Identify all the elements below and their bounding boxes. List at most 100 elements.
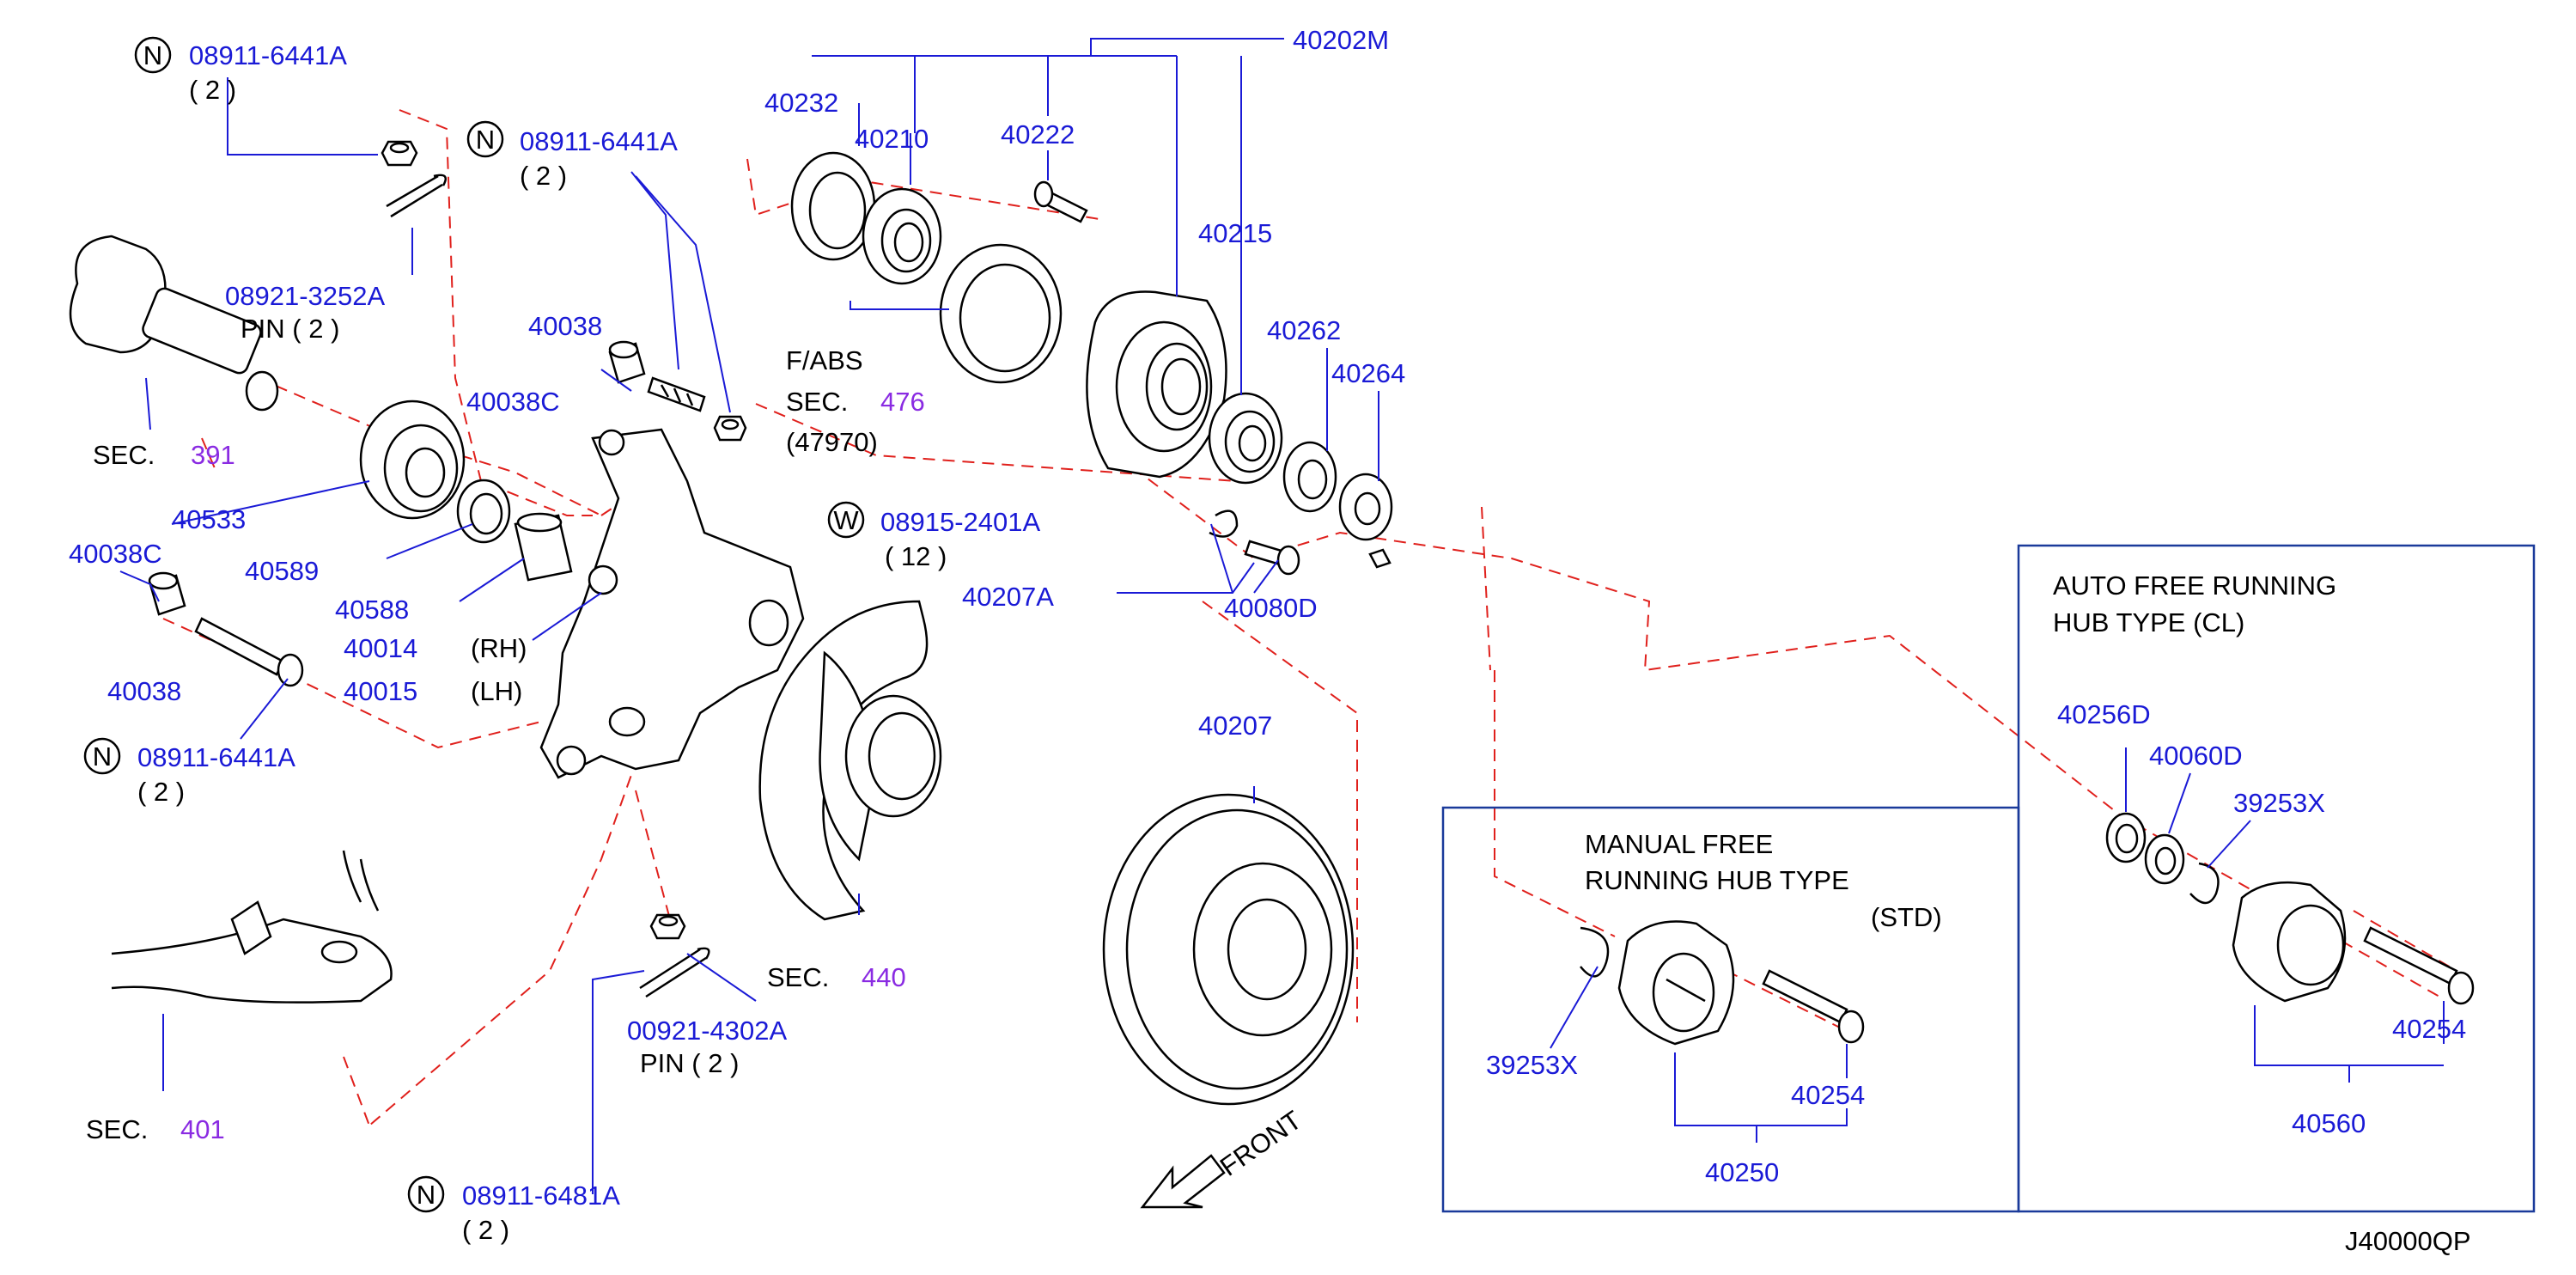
front-arrow <box>1140 1154 1226 1209</box>
label-fabs: F/ABS <box>786 345 863 375</box>
label-40207: 40207 <box>1198 711 1272 741</box>
bearing-40215 <box>1208 392 1283 485</box>
abs-rotor-47970 <box>939 243 1063 384</box>
bearing-40588 <box>514 512 573 582</box>
knuckle <box>539 428 805 779</box>
label-n3-qty: ( 2 ) <box>137 777 185 807</box>
label-rh: (RH) <box>471 633 527 663</box>
marker-n3: N <box>93 741 112 772</box>
label-auto-title-1: AUTO FREE RUNNING <box>2053 570 2336 601</box>
label-w-pn: 08915-2401A <box>880 507 1040 537</box>
cotter-pin-top <box>386 174 447 218</box>
auto-hub-parts <box>2105 812 2475 1005</box>
label-manual-40250: 40250 <box>1705 1157 1779 1187</box>
label-40264: 40264 <box>1331 358 1405 388</box>
nut-top <box>381 140 418 167</box>
label-auto-title-2: HUB TYPE (CL) <box>2053 607 2244 638</box>
label-40589: 40589 <box>245 556 319 586</box>
marker-w-circle <box>827 501 865 539</box>
marker-n1: N <box>143 40 162 70</box>
label-auto-39253x: 39253X <box>2233 788 2325 818</box>
label-auto-40256d: 40256D <box>2057 699 2151 729</box>
label-40222: 40222 <box>1001 119 1075 149</box>
label-manual-title-1: MANUAL FREE <box>1585 829 1773 859</box>
label-sec476: SEC. <box>786 387 848 417</box>
marker-n3-circle <box>83 737 121 775</box>
auto-hub-box <box>2017 544 2536 1213</box>
bushing-40038c-lower <box>148 571 186 616</box>
label-n1-qty: ( 2 ) <box>189 75 236 105</box>
washer-40262 <box>1282 441 1337 513</box>
seal-40232 <box>790 151 876 261</box>
label-sec440-num: 440 <box>862 962 906 992</box>
rotor-40207 <box>1102 793 1355 1106</box>
nut-mid <box>713 415 747 442</box>
nut-lower <box>649 913 686 940</box>
text-labels: N 08911-6441A ( 2 ) N 08911-6441A ( 2 ) … <box>69 25 2471 1256</box>
dust-shield <box>758 600 942 921</box>
label-auto-40254: 40254 <box>2392 1014 2466 1044</box>
manual-hub-parts <box>1580 920 1865 1046</box>
screw-small <box>1368 548 1392 569</box>
label-n2-qty: ( 2 ) <box>520 161 567 191</box>
label-sec391-num: 391 <box>191 440 235 470</box>
label-sec476-num: 476 <box>880 387 925 417</box>
label-front: FRONT <box>1215 1105 1307 1182</box>
lock-plate-40264 <box>1338 473 1393 541</box>
label-n4-pn: 08911-6481A <box>462 1180 620 1211</box>
label-pin1-text: PIN ( 2 ) <box>241 314 339 344</box>
label-40038c-b: 40038C <box>69 539 162 569</box>
label-lh: (LH) <box>471 676 522 706</box>
bushing-40038c <box>608 340 646 384</box>
cotter-pin-lower <box>639 947 710 998</box>
marker-w: W <box>833 505 859 535</box>
label-40014: 40014 <box>344 633 417 663</box>
marker-n4: N <box>417 1180 435 1210</box>
label-auto-40560: 40560 <box>2292 1108 2366 1138</box>
label-sec440: SEC. <box>767 962 829 992</box>
bolt-40038 <box>647 376 706 412</box>
marker-n2-circle <box>466 120 504 158</box>
label-manual-39253x: 39253X <box>1486 1050 1578 1080</box>
label-sec401-num: 401 <box>180 1114 225 1144</box>
label-40588: 40588 <box>335 595 409 625</box>
label-pin2-pn: 00921-4302A <box>627 1016 787 1046</box>
label-n3-pn: 08911-6441A <box>137 742 295 772</box>
hub-bolt-40222 <box>1033 180 1088 223</box>
label-40202m: 40202M <box>1293 25 1389 55</box>
label-40038-b: 40038 <box>107 676 181 706</box>
label-40080d: 40080D <box>1224 593 1318 623</box>
label-manual-title-2: RUNNING HUB TYPE <box>1585 865 1849 895</box>
lower-arm <box>111 850 393 1004</box>
label-pin1-pn: 08921-3252A <box>225 281 385 311</box>
label-40207a: 40207A <box>962 582 1054 612</box>
label-sec391: SEC. <box>93 440 155 470</box>
hub-40202m <box>1086 290 1227 479</box>
seal-40589 <box>456 479 511 544</box>
label-40038c-a: 40038C <box>466 387 560 417</box>
label-sec476-sub: (47970) <box>786 427 878 457</box>
label-40215: 40215 <box>1198 218 1272 248</box>
label-40210: 40210 <box>855 124 929 154</box>
bolt-40038-lower <box>194 617 304 687</box>
leader-lines <box>119 38 2445 1194</box>
label-auto-40060d: 40060D <box>2149 741 2243 771</box>
drive-shaft <box>69 235 279 412</box>
label-n4-qty: ( 2 ) <box>462 1215 509 1245</box>
label-manual-title-3: (STD) <box>1871 902 1942 932</box>
label-sec401: SEC. <box>86 1114 148 1144</box>
marker-n2: N <box>476 125 495 155</box>
diagram-code: J40000QP <box>2345 1226 2471 1256</box>
label-40232: 40232 <box>764 88 838 118</box>
label-pin2-text: PIN ( 2 ) <box>640 1048 739 1078</box>
label-40015: 40015 <box>344 676 417 706</box>
label-w-qty: ( 12 ) <box>885 541 947 571</box>
label-40533: 40533 <box>172 504 246 534</box>
marker-n1-circle <box>134 36 172 74</box>
label-n1-pn: 08911-6441A <box>189 40 347 70</box>
washer-small <box>1209 509 1239 538</box>
label-n2-pn: 08911-6441A <box>520 126 678 156</box>
bolt-40080d <box>1244 540 1300 576</box>
label-40038: 40038 <box>528 311 602 341</box>
